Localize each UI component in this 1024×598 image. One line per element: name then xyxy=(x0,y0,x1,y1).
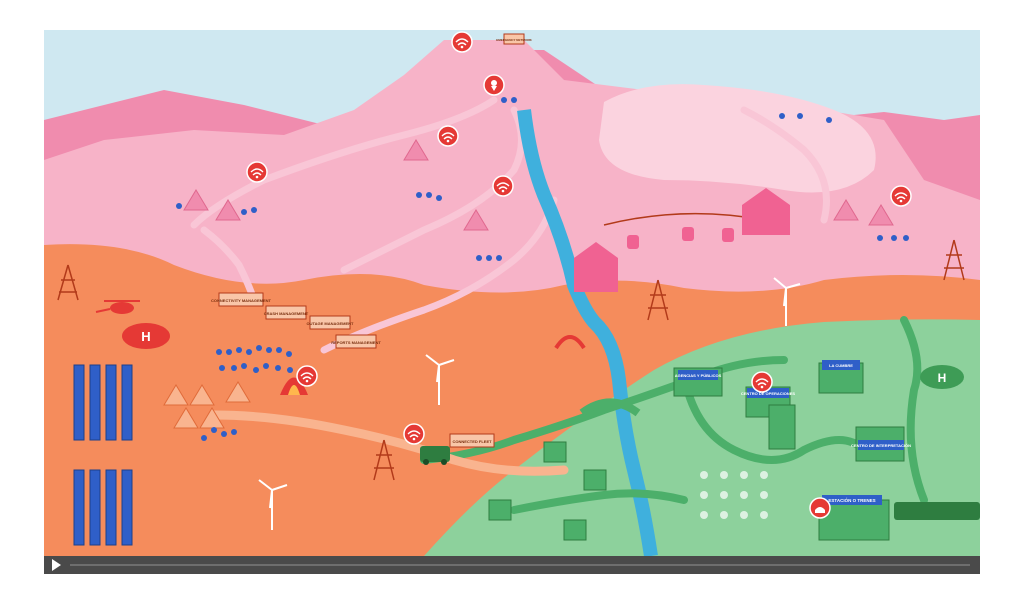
people-camp xyxy=(201,345,293,441)
hand-icon[interactable] xyxy=(809,497,831,519)
map-stage[interactable]: H H xyxy=(44,30,980,556)
sign-crash: CRASH MANAGEMENT xyxy=(264,311,309,316)
progress-track[interactable] xyxy=(70,564,970,566)
desert-road xyxy=(209,410,569,476)
solar-panels-lower xyxy=(73,469,133,546)
mountain-trails xyxy=(190,96,830,354)
wifi-icon[interactable] xyxy=(437,125,459,147)
building-labels: AGENCIAS Y PÚBLICOS CENTRO DE OPERACIONE… xyxy=(675,360,911,505)
wifi-icon[interactable] xyxy=(492,175,514,197)
location-icon[interactable] xyxy=(483,74,505,96)
power-pylons xyxy=(57,239,965,481)
helicopter xyxy=(95,300,140,314)
play-icon[interactable] xyxy=(52,559,61,571)
camp-tents xyxy=(163,381,251,429)
mountain-tents xyxy=(183,139,894,231)
solar-panels-upper xyxy=(73,364,133,441)
label-centro-operaciones: CENTRO DE OPERACIONES xyxy=(741,391,796,396)
illustrated-map: H H xyxy=(44,30,980,556)
label-centro-interpretacion: CENTRO DE INTERPRETACIÓN xyxy=(851,443,911,448)
sign-vehicle: CONNECTED FLEET xyxy=(452,439,492,444)
wifi-icon[interactable] xyxy=(751,371,773,393)
bridge xyxy=(579,398,641,417)
label-agencias: AGENCIAS Y PÚBLICOS xyxy=(675,373,722,378)
helipad-valley: H xyxy=(920,365,964,389)
sign-reports: REPORTS MANAGEMENT xyxy=(331,340,381,345)
river xyxy=(517,109,658,556)
sign-outage: OUTAGE MANAGEMENT xyxy=(306,321,354,326)
svg-text:H: H xyxy=(141,329,150,344)
orchard xyxy=(700,471,768,519)
label-estacion: ESTACIÓN O TRENES xyxy=(828,496,875,503)
sign-connection: CONNECTIVITY MANAGEMENT xyxy=(211,298,271,303)
valley-roads xyxy=(420,316,928,514)
people-mountain xyxy=(176,97,909,261)
river-arch xyxy=(554,335,586,350)
summit-flag: EMERGENCY NETWORK xyxy=(496,38,532,42)
management-signs: CONNECTIVITY MANAGEMENT CRASH MANAGEMENT… xyxy=(211,33,533,448)
wifi-icon[interactable] xyxy=(246,161,268,183)
svg-text:H: H xyxy=(938,371,947,385)
wind-turbines xyxy=(258,277,801,530)
people xyxy=(176,97,909,441)
wifi-icon[interactable] xyxy=(890,185,912,207)
vehicle-jeep xyxy=(420,446,450,465)
label-la-cumbre: LA CUMBRE xyxy=(829,363,853,368)
video-player-bar[interactable] xyxy=(44,556,980,574)
helipad-desert: H xyxy=(122,323,170,349)
wifi-icon[interactable] xyxy=(451,31,473,53)
train xyxy=(894,502,980,520)
wifi-icon[interactable] xyxy=(296,365,318,387)
snow-field xyxy=(599,84,876,193)
mountain-buildings xyxy=(574,188,790,292)
map-pins[interactable] xyxy=(246,31,912,519)
wifi-icon[interactable] xyxy=(403,423,425,445)
